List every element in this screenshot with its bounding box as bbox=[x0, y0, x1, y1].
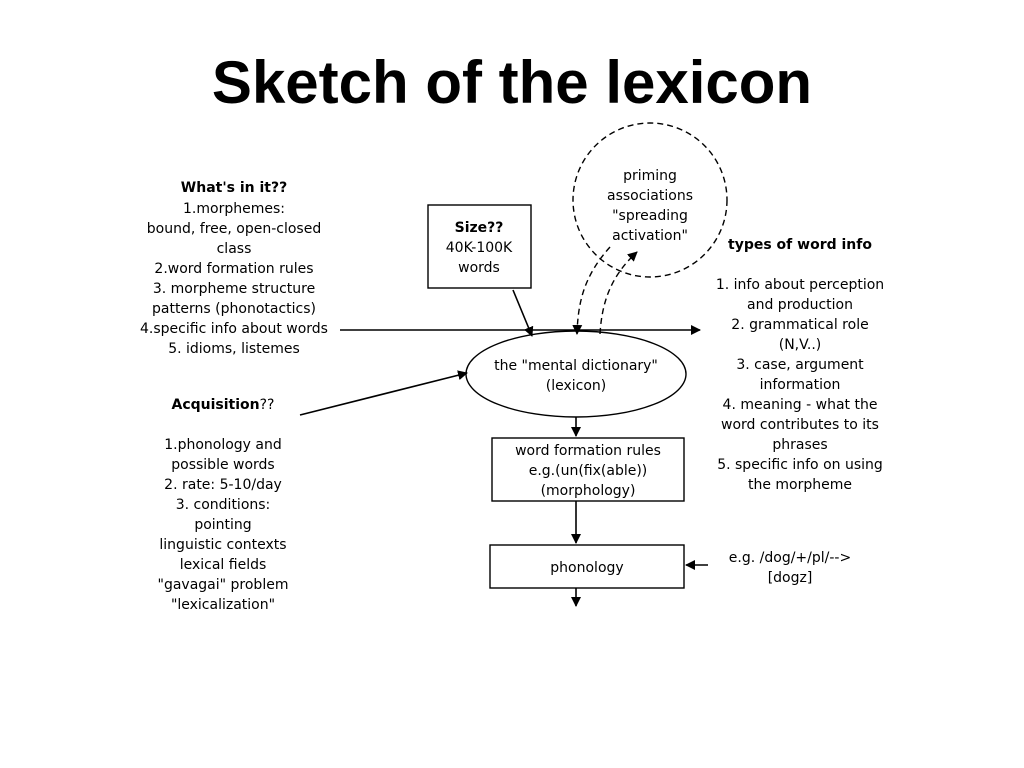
priming-line: activation" bbox=[612, 228, 688, 244]
acquisition-heading-rest: ?? bbox=[260, 397, 275, 413]
priming-line: priming bbox=[623, 168, 677, 184]
word-info-line: 3. case, argument bbox=[736, 357, 864, 373]
priming-line: associations bbox=[607, 188, 693, 204]
word-formation-label: e.g.(un(fix(able)) bbox=[529, 463, 648, 479]
slide-title: Sketch of the lexicon bbox=[211, 49, 813, 116]
word-formation-label: (morphology) bbox=[541, 483, 636, 499]
whats-in-it-heading: What's in it?? bbox=[181, 180, 287, 196]
word-info-line: the morpheme bbox=[748, 477, 852, 493]
whats-in-it-line: bound, free, open-closed bbox=[147, 221, 321, 237]
whats-in-it-line: patterns (phonotactics) bbox=[152, 301, 316, 317]
size-box bbox=[427, 204, 532, 289]
mental-dictionary-label: the "mental dictionary" bbox=[494, 358, 658, 374]
example-line: e.g. /dog/+/pl/--> bbox=[729, 550, 851, 566]
size-line: words bbox=[458, 260, 500, 276]
whats-in-it-line: class bbox=[217, 241, 252, 257]
acquisition-heading-bold: Acquisition bbox=[171, 397, 259, 413]
whats-in-it-line: 3. morpheme structure bbox=[153, 281, 315, 297]
word-info-line: 5. specific info on using bbox=[717, 457, 883, 473]
example-line: [dogz] bbox=[768, 570, 813, 586]
whats-in-it-line: 2.word formation rules bbox=[154, 261, 313, 277]
acquisition-line: lexical fields bbox=[180, 557, 267, 573]
mental-dictionary-ellipse bbox=[465, 330, 687, 418]
word-info-line: 1. info about perception bbox=[716, 277, 884, 293]
size-heading: Size?? bbox=[455, 220, 504, 236]
acquisition-line: 1.phonology and bbox=[164, 437, 282, 453]
whats-in-it-line: 1.morphemes: bbox=[183, 201, 285, 217]
acquisition-line: "lexicalization" bbox=[171, 597, 275, 613]
whats-in-it-line: 4.specific info about words bbox=[140, 321, 328, 337]
word-info-line: phrases bbox=[772, 437, 827, 453]
word-formation-label: word formation rules bbox=[515, 443, 661, 459]
acquisition-line: linguistic contexts bbox=[159, 537, 286, 553]
priming-circle bbox=[572, 122, 728, 278]
acquisition-line: 2. rate: 5-10/day bbox=[164, 477, 282, 493]
acquisition-line: possible words bbox=[171, 457, 274, 473]
dictionary-to-priming-arrow bbox=[599, 251, 638, 335]
acquisition-line: pointing bbox=[194, 517, 251, 533]
word-info-line: word contributes to its bbox=[721, 417, 879, 433]
priming-line: "spreading bbox=[612, 208, 688, 224]
acquisition-to-dictionary-arrow bbox=[299, 370, 468, 416]
word-formation-box bbox=[491, 437, 685, 502]
word-info-line: information bbox=[760, 377, 841, 393]
acquisition-line: "gavagai" problem bbox=[158, 577, 289, 593]
phonology-label: phonology bbox=[550, 560, 623, 576]
priming-to-dictionary-arrow bbox=[572, 246, 611, 335]
mental-dictionary-label: (lexicon) bbox=[546, 378, 607, 394]
word-info-heading: types of word info bbox=[728, 237, 872, 253]
word-info-line: 4. meaning - what the bbox=[723, 397, 878, 413]
word-info-line: 2. grammatical role bbox=[731, 317, 868, 333]
acquisition-heading: Acquisition?? bbox=[171, 397, 274, 413]
size-line: 40K-100K bbox=[446, 240, 513, 256]
word-info-line: (N,V..) bbox=[779, 337, 822, 353]
size-to-dictionary-arrow bbox=[512, 289, 534, 337]
phonology-box bbox=[489, 544, 685, 589]
acquisition-line: 3. conditions: bbox=[176, 497, 271, 513]
whats-in-it-line: 5. idioms, listemes bbox=[168, 341, 300, 357]
word-info-line: and production bbox=[747, 297, 853, 313]
